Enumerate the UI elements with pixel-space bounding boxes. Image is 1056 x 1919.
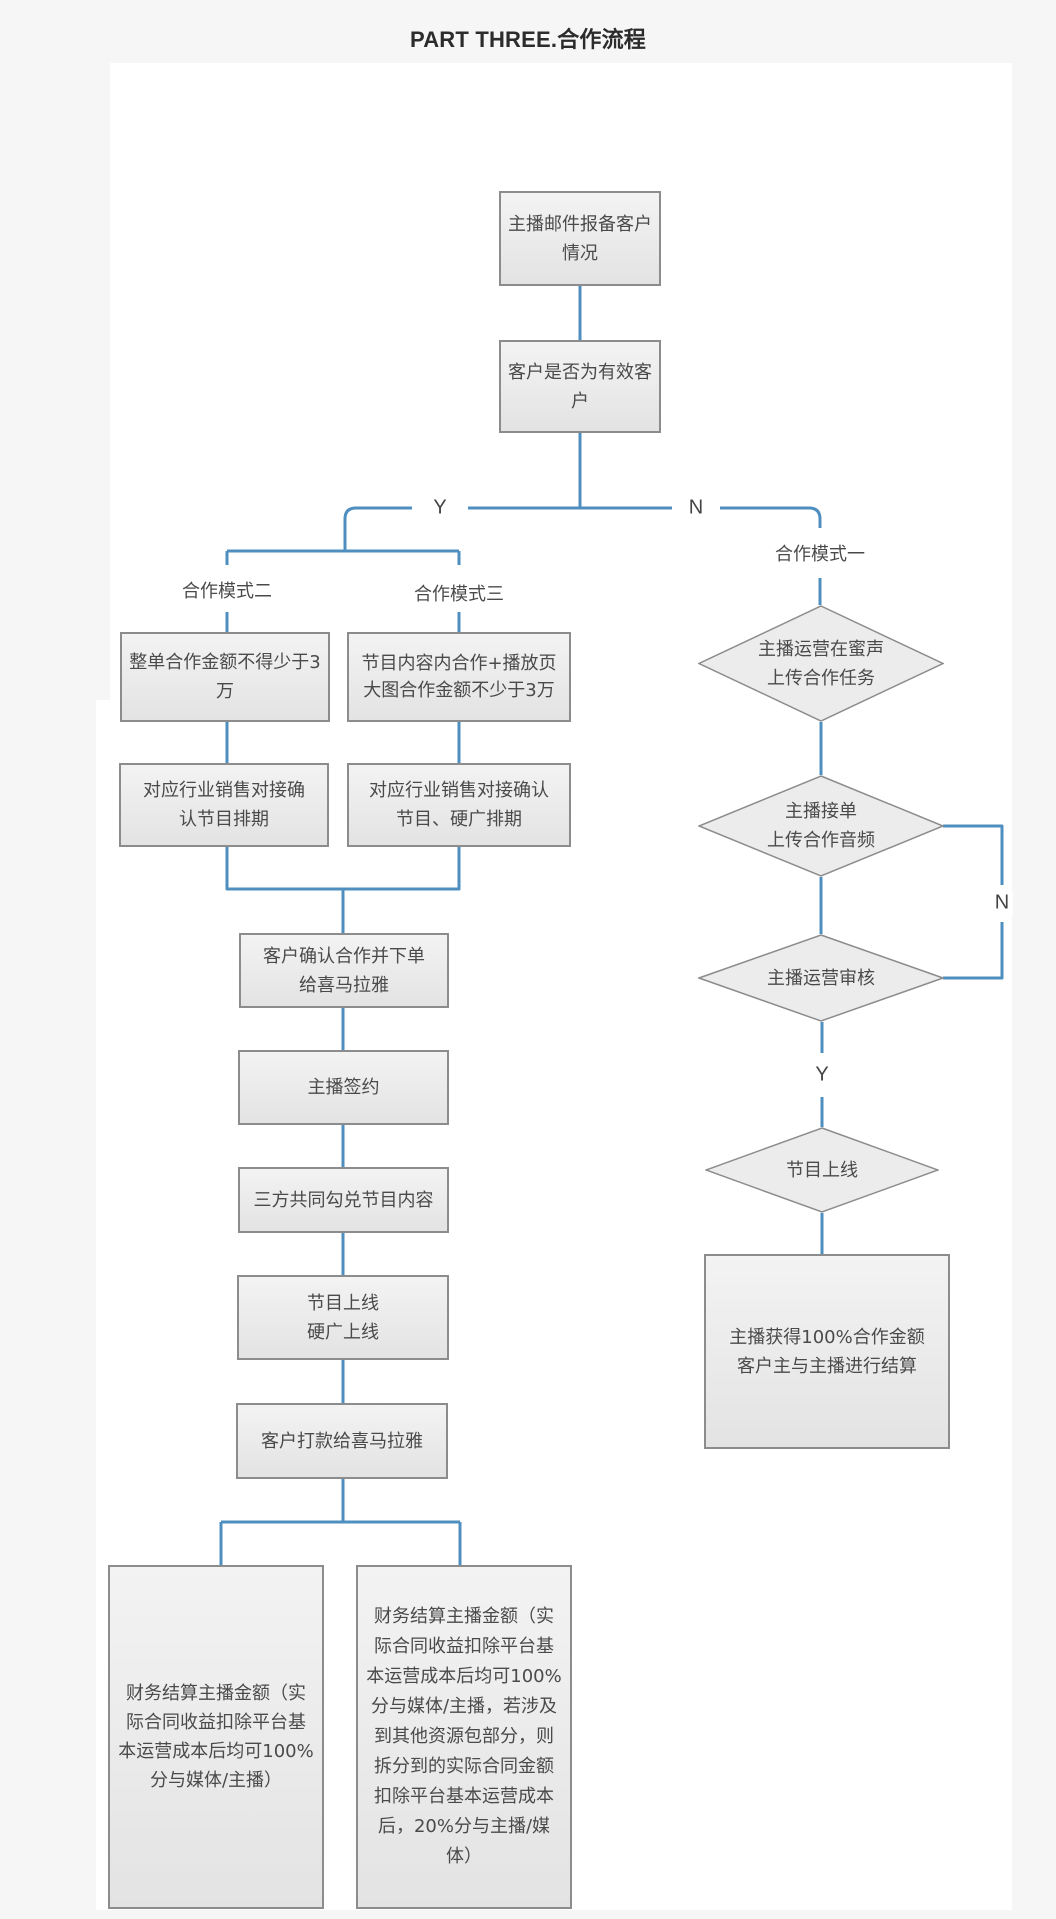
decision-accept-order-line1: 主播接单 bbox=[785, 801, 857, 822]
decision-upload-task-line1: 主播运营在蜜声 bbox=[758, 638, 884, 660]
node-settle-right: 财务结算主播金额（实际合同收益扣除平台基本运营成本后均可100%分与媒体/主播，… bbox=[356, 1565, 572, 1909]
node-valid-check: 客户是否为有效客户 bbox=[499, 340, 661, 433]
connector-yes-branch bbox=[343, 506, 580, 551]
diamond-shape bbox=[698, 605, 944, 722]
edge-label-no: N bbox=[684, 496, 708, 520]
node-mode-two-min: 整单合作金额不得少于3万 bbox=[120, 632, 330, 722]
node-go-live-line2: 硬广上线 bbox=[307, 1321, 379, 1343]
node-report-text: 主播邮件报备客户情况 bbox=[508, 213, 652, 264]
node-customer-pay: 客户打款给喜马拉雅 bbox=[236, 1403, 448, 1479]
node-report: 主播邮件报备客户情况 bbox=[499, 191, 661, 286]
edge-label-yes: Y bbox=[429, 496, 451, 520]
connector-merge bbox=[225, 847, 461, 933]
node-anchor-sign-text: 主播签约 bbox=[307, 1077, 380, 1098]
node-anchor-sign: 主播签约 bbox=[238, 1050, 449, 1125]
node-final-settlement: 主播获得100%合作金额 客户主与主播进行结算 bbox=[704, 1254, 950, 1449]
node-settle-left: 财务结算主播金额（实际合同收益扣除平台基本运营成本后均可100%分与媒体/主播） bbox=[108, 1565, 324, 1909]
node-mode-two-min-text: 整单合作金额不得少于3万 bbox=[129, 652, 321, 702]
node-mode-two-confirm-text: 对应行业销售对接确认节目排期 bbox=[143, 780, 305, 830]
decision-ops-review-text: 主播运营审核 bbox=[767, 967, 875, 989]
decision-upload-task-line2: 上传合作任务 bbox=[767, 667, 875, 689]
decision-program-live: 节目上线 bbox=[705, 1127, 939, 1213]
node-tripartite-review-text: 三方共同勾兑节目内容 bbox=[253, 1189, 434, 1211]
connector-no-branch bbox=[580, 506, 822, 528]
decision-accept-order-line2: 上传合作音频 bbox=[767, 830, 875, 851]
decision-accept-order: 主播接单 上传合作音频 bbox=[698, 775, 944, 877]
node-customer-pay-text: 客户打款给喜马拉雅 bbox=[261, 1430, 423, 1452]
diamond-shape bbox=[698, 934, 944, 1022]
connector-loop-no bbox=[943, 824, 1004, 980]
edge-label-review-no: N bbox=[990, 891, 1014, 915]
decision-program-live-text: 节目上线 bbox=[786, 1159, 858, 1181]
node-customer-order-text: 客户确认合作并下单给喜马拉雅 bbox=[263, 945, 425, 996]
node-mode-three-confirm-text: 对应行业销售对接确认节目、硬广排期 bbox=[369, 780, 549, 830]
node-customer-order: 客户确认合作并下单给喜马拉雅 bbox=[239, 933, 449, 1008]
edge-label-review-yes: Y bbox=[811, 1063, 833, 1087]
node-mode-three-min-text: 节目内容内合作+播放页大图合作金额不少于3万 bbox=[361, 653, 557, 701]
node-tripartite-review: 三方共同勾兑节目内容 bbox=[238, 1167, 449, 1233]
connector-split-mode-2-3 bbox=[225, 549, 461, 565]
label-mode-two: 合作模式二 bbox=[178, 577, 276, 603]
node-settle-right-text: 财务结算主播金额（实际合同收益扣除平台基本运营成本后均可100%分与媒体/主播，… bbox=[366, 1606, 562, 1867]
node-valid-check-text: 客户是否为有效客户 bbox=[508, 361, 652, 412]
label-mode-three: 合作模式三 bbox=[410, 580, 508, 606]
connector-pay-split bbox=[219, 1479, 462, 1565]
node-mode-three-confirm: 对应行业销售对接确认节目、硬广排期 bbox=[347, 763, 571, 847]
decision-upload-task: 主播运营在蜜声 上传合作任务 bbox=[698, 605, 944, 722]
page-title: PART THREE.合作流程 bbox=[409, 27, 647, 52]
label-mode-one: 合作模式一 bbox=[771, 540, 869, 566]
node-mode-two-confirm: 对应行业销售对接确认节目排期 bbox=[119, 763, 329, 847]
node-settle-left-text: 财务结算主播金额（实际合同收益扣除平台基本运营成本后均可100%分与媒体/主播） bbox=[118, 1683, 314, 1791]
node-go-live-line1: 节目上线 bbox=[307, 1292, 379, 1314]
diamond-shape bbox=[698, 775, 944, 877]
node-go-live: 节目上线 硬广上线 bbox=[237, 1275, 449, 1360]
decision-ops-review: 主播运营审核 bbox=[698, 934, 944, 1022]
node-mode-three-min: 节目内容内合作+播放页大图合作金额不少于3万 bbox=[347, 632, 571, 722]
diamond-shape bbox=[705, 1127, 939, 1213]
node-final-line1: 主播获得100%合作金额 bbox=[729, 1326, 925, 1348]
node-final-line2: 客户主与主播进行结算 bbox=[737, 1355, 917, 1377]
